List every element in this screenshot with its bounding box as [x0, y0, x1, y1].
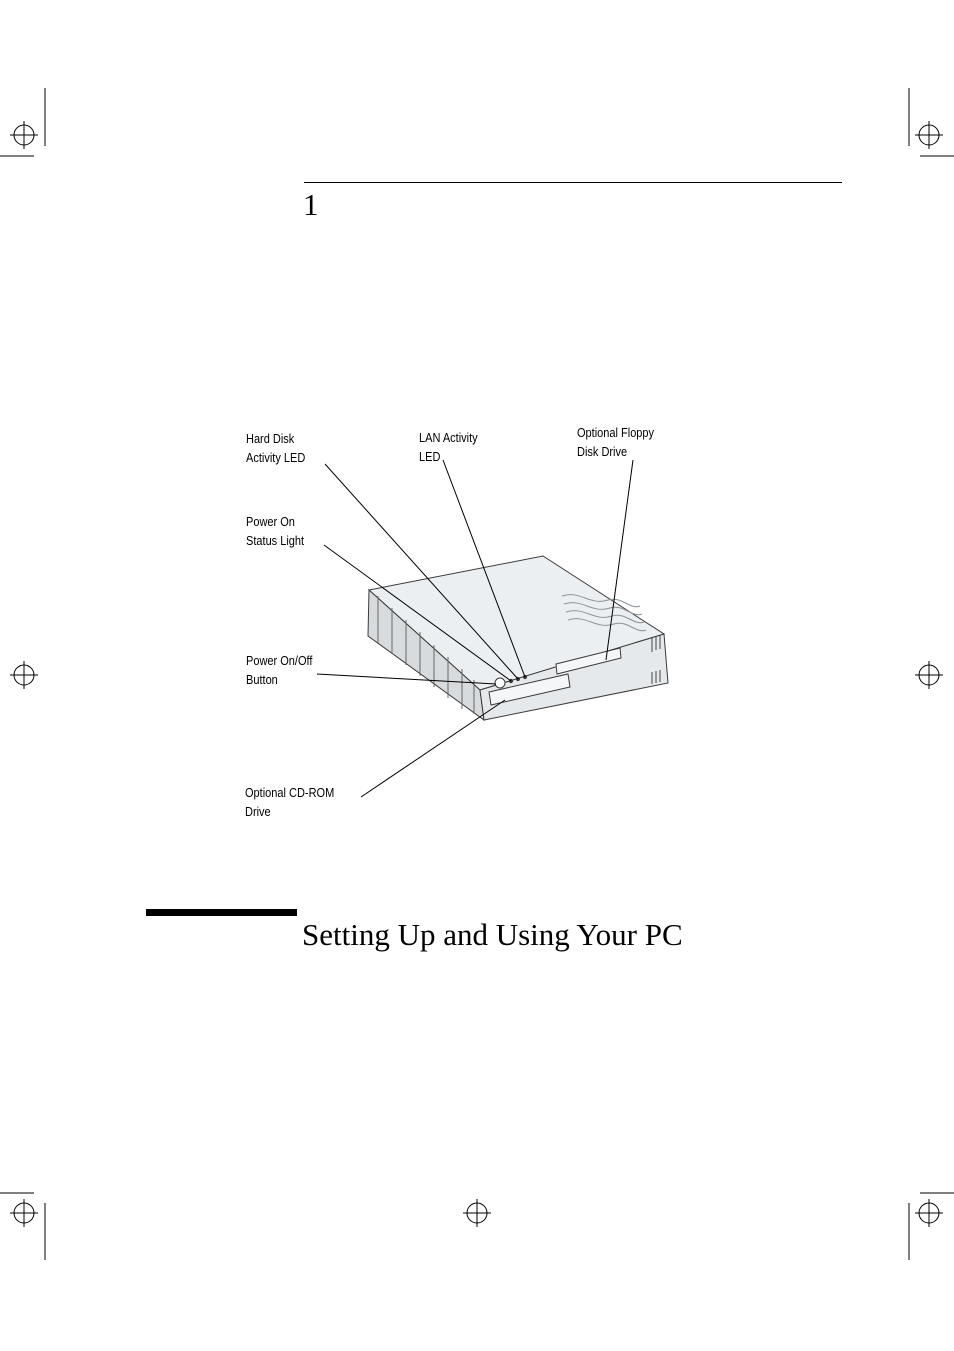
floppy-drive-slot: [555, 647, 622, 675]
leader-power-button: [316, 673, 497, 685]
leader-status-light: [323, 544, 512, 682]
pc-chassis: [367, 555, 669, 722]
chapter-rule: [304, 182, 842, 183]
leader-floppy-drive: [605, 459, 634, 661]
cdrom-bay: [488, 673, 571, 706]
chapter-title: Setting Up and Using Your PC: [302, 917, 683, 952]
leader-cdrom-drive: [360, 699, 506, 798]
chapter-number: 1: [303, 187, 319, 222]
leader-hard-disk-led: [324, 463, 519, 680]
title-bar: [146, 909, 297, 916]
leader-lan-led: [442, 459, 526, 678]
power-button-drawing: [494, 677, 506, 689]
